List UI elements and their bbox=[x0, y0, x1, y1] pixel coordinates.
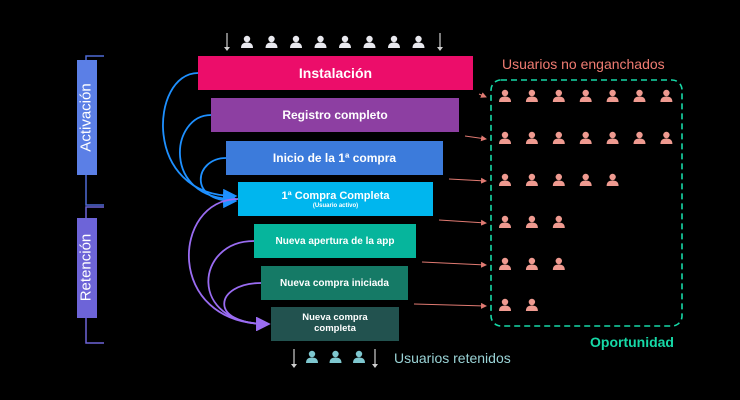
opportunity-box bbox=[490, 79, 683, 327]
disengaged-user-icon bbox=[552, 131, 565, 144]
funnel-step-label: Inicio de la 1ª compra bbox=[272, 151, 397, 165]
disengaged-user-icon bbox=[499, 131, 511, 144]
top-user-icon bbox=[290, 35, 302, 48]
disengaged-title: Usuarios no enganchados bbox=[502, 56, 665, 72]
disengaged-user-icon bbox=[499, 257, 511, 270]
funnel-step-4: 1ª Compra Completa(Usuario activo) bbox=[238, 182, 433, 216]
disengaged-user-icon bbox=[499, 215, 511, 228]
disengaged-user-icon bbox=[660, 89, 673, 102]
retained-user-icon bbox=[329, 350, 342, 363]
top-user-icon bbox=[412, 35, 425, 48]
top-user-icon bbox=[339, 35, 351, 48]
retained-user-icon bbox=[353, 350, 365, 363]
arrow-down-icon bbox=[291, 349, 297, 368]
funnel-step-sublabel: (Usuario activo) bbox=[312, 202, 359, 209]
retained-user-icon bbox=[306, 350, 318, 363]
disengaged-user-icon bbox=[579, 131, 592, 144]
user-icons bbox=[224, 33, 673, 368]
disengaged-user-icon bbox=[606, 173, 619, 186]
funnel-step-label: Instalación bbox=[298, 65, 373, 81]
funnel-step-label: 1ª Compra Completa bbox=[281, 189, 390, 202]
disengaged-user-icon bbox=[552, 89, 565, 102]
disengaged-user-icon bbox=[633, 89, 646, 102]
top-user-icon bbox=[241, 35, 253, 48]
disengaged-user-icon bbox=[606, 131, 619, 144]
phase-brackets bbox=[77, 55, 104, 344]
top-user-icon bbox=[363, 35, 376, 48]
arrow-down-icon bbox=[372, 349, 378, 368]
disengaged-user-icon bbox=[525, 131, 538, 144]
top-user-icon bbox=[265, 35, 278, 48]
disengaged-user-icon bbox=[606, 89, 619, 102]
funnel-step-6: Nueva compra iniciada bbox=[261, 266, 408, 300]
retained-label: Usuarios retenidos bbox=[394, 350, 511, 366]
disengaged-user-icon bbox=[552, 173, 565, 186]
disengaged-user-icon bbox=[552, 215, 565, 228]
disengaged-user-icon bbox=[660, 131, 673, 144]
opportunity-label: Oportunidad bbox=[590, 334, 674, 350]
funnel-step-label: Registro completo bbox=[282, 108, 388, 122]
retention-label: Retención bbox=[75, 215, 97, 320]
disengaged-user-icon bbox=[499, 298, 511, 311]
funnel-step-label: Nueva compra iniciada bbox=[280, 277, 389, 289]
top-user-icon bbox=[388, 35, 400, 48]
funnel-step-5: Nueva apertura de la app bbox=[254, 224, 416, 258]
activation-text: Activación bbox=[77, 83, 95, 152]
disengaged-user-icon bbox=[633, 131, 646, 144]
funnel-step-2: Registro completo bbox=[211, 98, 459, 132]
funnel-step-1: Instalación bbox=[198, 56, 473, 90]
retention-text: Retención bbox=[77, 233, 95, 302]
top-user-icon bbox=[314, 35, 327, 48]
arrow-down-icon bbox=[437, 33, 443, 51]
arrow-down-icon bbox=[224, 33, 230, 51]
disengaged-user-icon bbox=[579, 173, 592, 186]
disengaged-user-icon bbox=[525, 215, 538, 228]
disengaged-user-icon bbox=[525, 173, 538, 186]
activation-label: Activación bbox=[75, 60, 97, 175]
disengaged-user-icon bbox=[499, 89, 511, 102]
disengaged-user-icon bbox=[579, 89, 592, 102]
disengaged-user-icon bbox=[552, 257, 565, 270]
disengaged-user-icon bbox=[525, 257, 538, 270]
disengaged-user-icon bbox=[525, 89, 538, 102]
bar-connectors bbox=[413, 92, 487, 309]
funnel-step-label: Nueva apertura de la app bbox=[275, 235, 395, 247]
disengaged-user-icon bbox=[525, 298, 538, 311]
flow-arrows bbox=[162, 72, 271, 332]
funnel-step-label: Nueva compra completa bbox=[302, 312, 368, 334]
disengaged-user-icon bbox=[499, 173, 511, 186]
funnel-step-7: Nueva compra completa bbox=[271, 307, 399, 341]
funnel-step-3: Inicio de la 1ª compra bbox=[226, 141, 443, 175]
